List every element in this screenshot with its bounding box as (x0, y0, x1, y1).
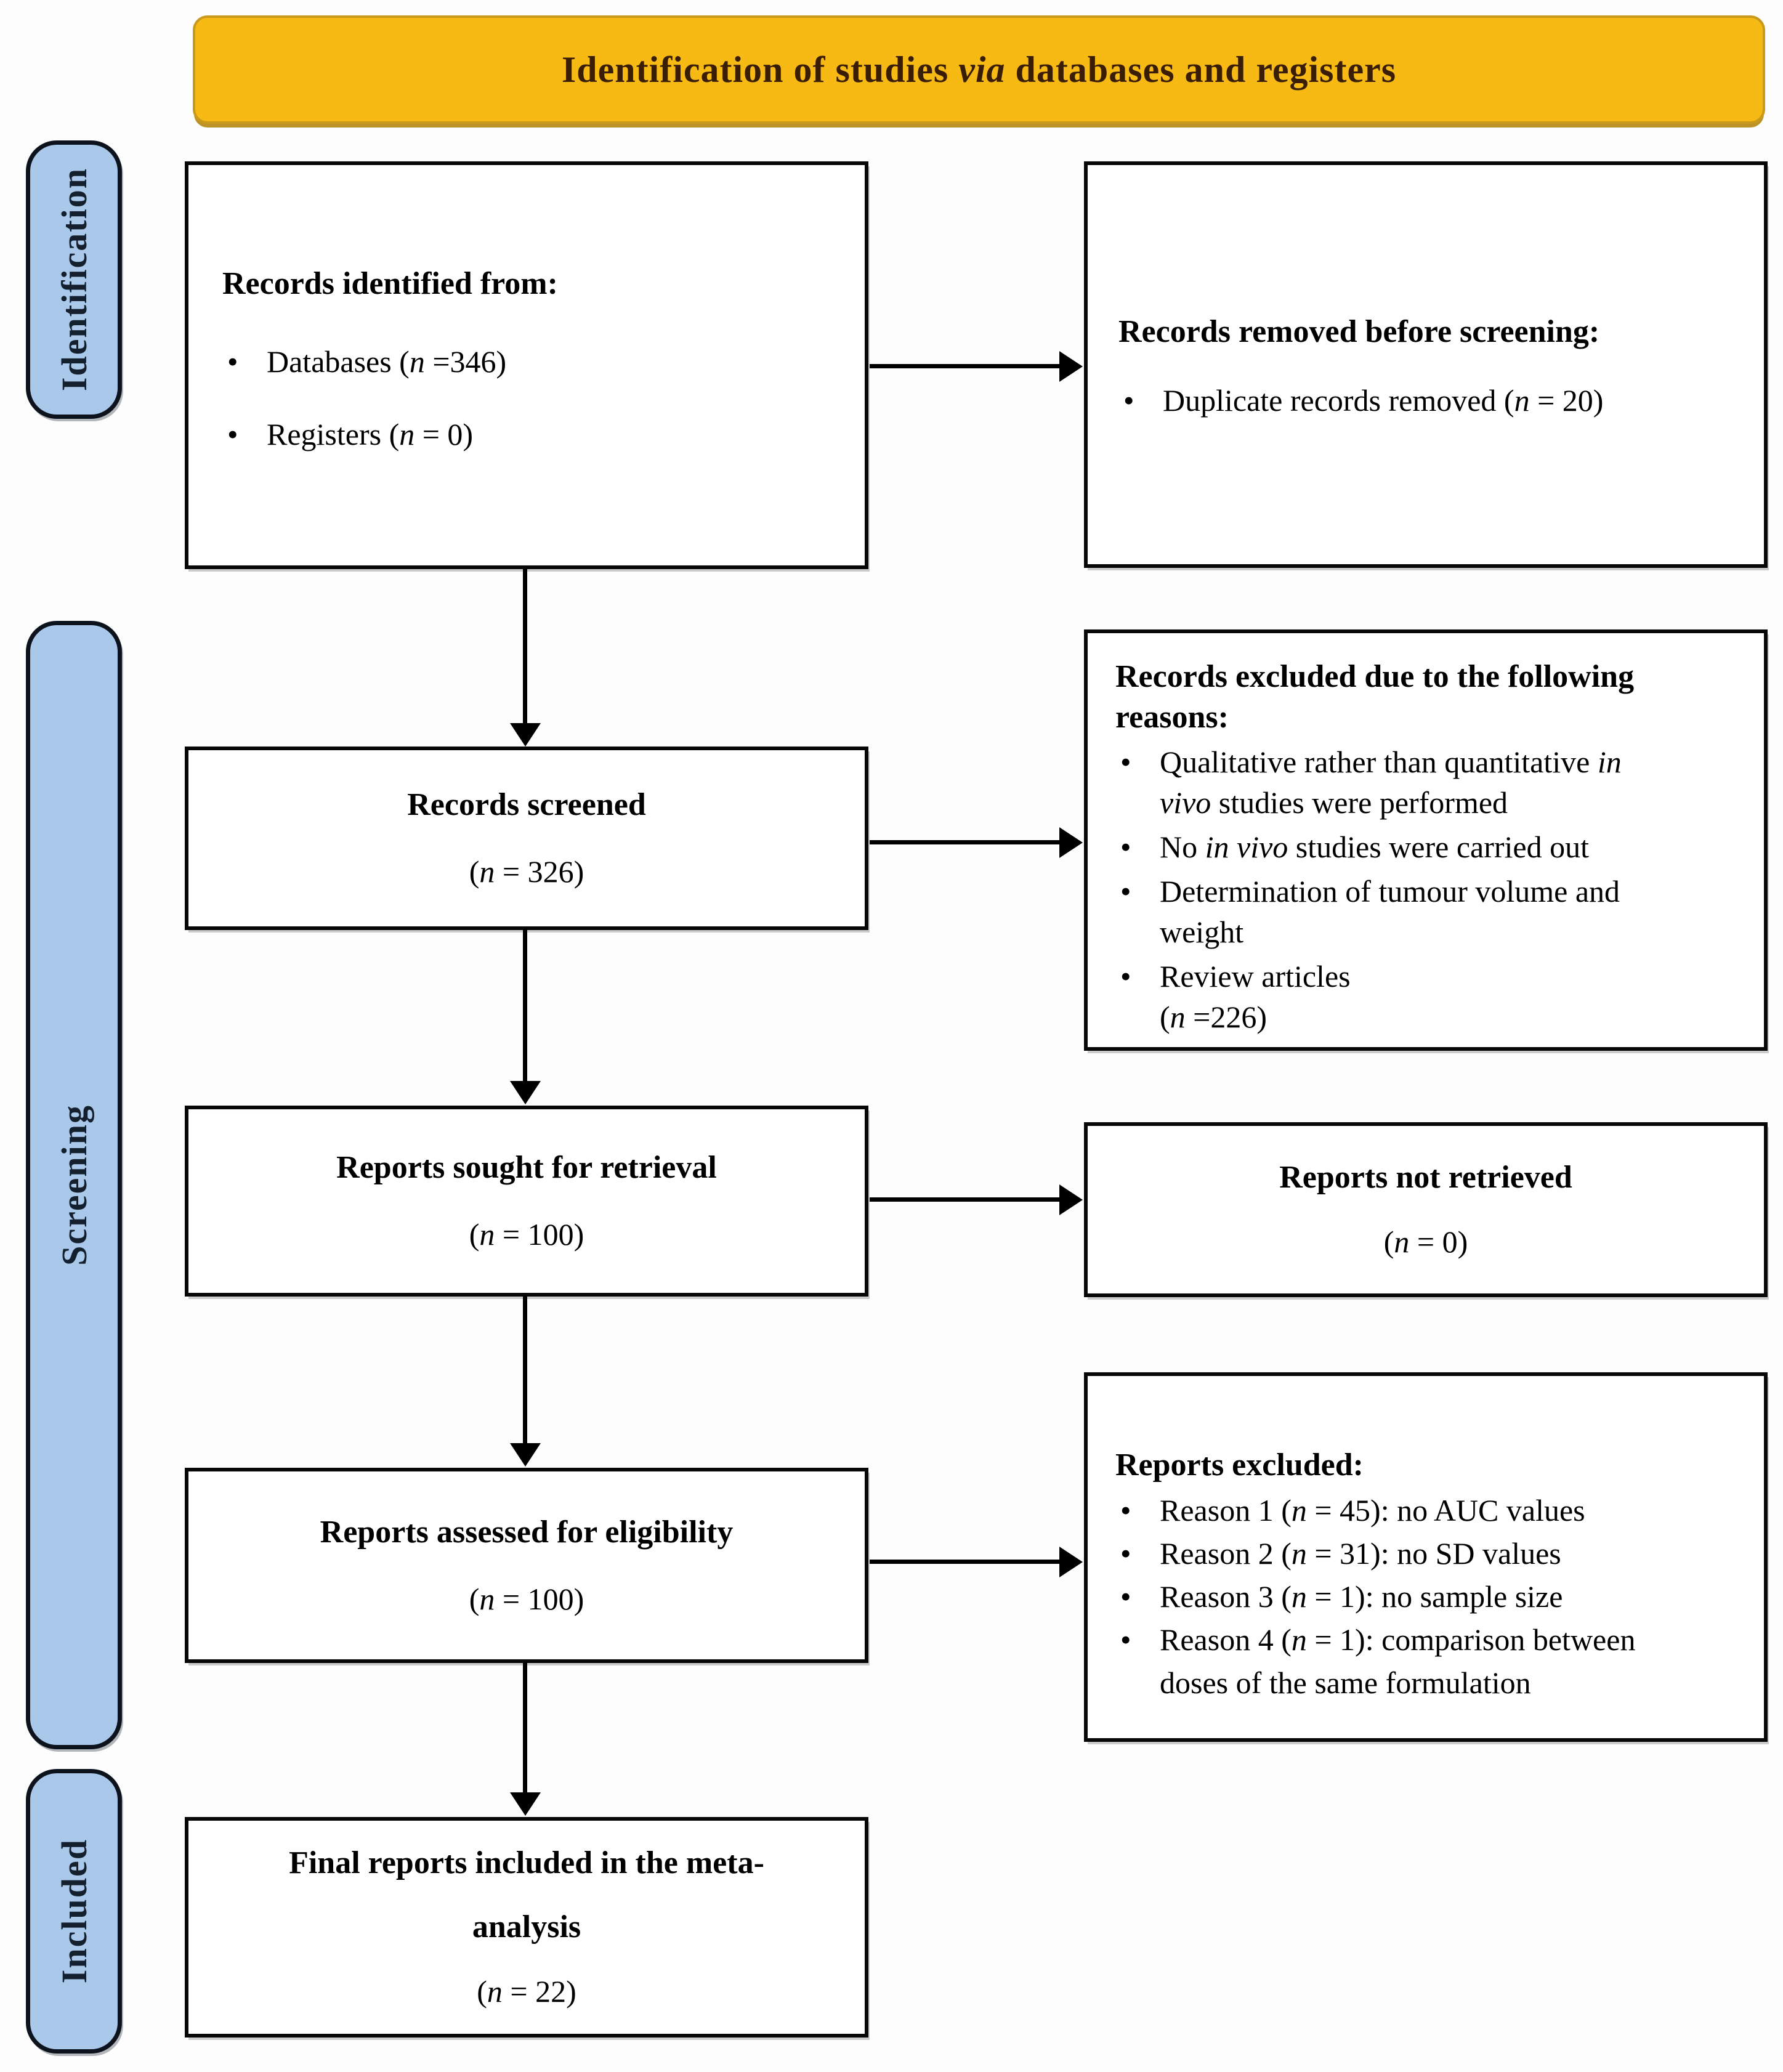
box-final-reports-title-line1: Final reports included in the meta- (289, 1845, 764, 1880)
list-item: • Reason 3 (n = 1): no sample size (1115, 1575, 1752, 1618)
box-records-screened-title: Records screened (407, 787, 646, 822)
bullet-text: Reason 1 (n = 45): no AUC values (1160, 1493, 1585, 1528)
bullet-icon: • (1120, 1493, 1131, 1528)
list-item: • Reason 4 (n = 1): comparison between d… (1115, 1618, 1752, 1704)
bullet-text: Review articles (n =226) (1160, 959, 1351, 1034)
bullet-text: Determination of tumour volume and weigh… (1160, 874, 1620, 949)
bullet-icon: • (1120, 1579, 1131, 1614)
list-item: • Duplicate records removed (n = 20) (1118, 380, 1745, 421)
bullet-icon: • (1120, 874, 1131, 909)
box-reports-excluded-title: Reports excluded: (1115, 1447, 1364, 1483)
stage-label-identification-text: Identification (54, 168, 94, 392)
arrow-screened-to-sought (523, 929, 527, 1082)
box-final-reports: Final reports included in the meta- anal… (185, 1817, 868, 2038)
box-reports-assessed: Reports assessed for eligibility (n = 10… (185, 1468, 868, 1663)
title-banner: Identification of studies via databases … (193, 15, 1765, 124)
arrow-screened-to-excluded (870, 840, 1061, 844)
box-records-excluded-title: Records excluded due to the following re… (1115, 659, 1635, 735)
bullet-icon: • (227, 417, 238, 451)
bullet-text: Qualitative rather than quantitative in … (1160, 745, 1622, 820)
box-records-excluded: Records excluded due to the following re… (1084, 629, 1768, 1051)
bullet-text: Duplicate records removed (n = 20) (1163, 383, 1604, 418)
box-records-screened-count: (n = 326) (469, 854, 584, 889)
box-reports-assessed-count: (n = 100) (469, 1581, 584, 1616)
arrow-sought-to-assessed (523, 1295, 527, 1444)
arrow-assessed-to-final (523, 1662, 527, 1794)
bullet-icon: • (1120, 959, 1131, 994)
box-records-screened: Records screened (n = 326) (185, 747, 868, 930)
arrow-assessed-to-reports-excluded (870, 1560, 1061, 1564)
list-item: • Review articles (n =226) (1115, 956, 1749, 1037)
arrow-identified-to-screened (523, 569, 527, 724)
box-records-removed: Records removed before screening: • Dupl… (1084, 161, 1768, 568)
bullet-icon: • (227, 344, 238, 379)
stage-label-screening-text: Screening (54, 1104, 94, 1266)
bullet-text: Registers (n = 0) (267, 417, 474, 451)
list-item: • No in vivo studies were carried out (1115, 827, 1749, 867)
box-final-reports-title-line2: analysis (472, 1909, 581, 1945)
box-reports-not-retrieved-count: (n = 0) (1383, 1224, 1468, 1259)
list-item: • Qualitative rather than quantitative i… (1115, 742, 1749, 823)
box-reports-sought-count: (n = 100) (469, 1217, 584, 1252)
bullet-icon: • (1123, 383, 1134, 418)
box-records-identified: Records identified from: • Databases (n … (185, 161, 868, 569)
bullet-text: Reason 3 (n = 1): no sample size (1160, 1579, 1563, 1614)
box-reports-assessed-title: Reports assessed for eligibility (320, 1514, 734, 1550)
bullet-text: Databases (n =346) (267, 344, 507, 379)
list-item: • Registers (n = 0) (222, 414, 843, 455)
box-reports-excluded: Reports excluded: • Reason 1 (n = 45): n… (1084, 1372, 1768, 1742)
box-reports-not-retrieved-title: Reports not retrieved (1279, 1160, 1572, 1195)
box-reports-sought-title: Reports sought for retrieval (336, 1150, 717, 1185)
list-item: • Reason 2 (n = 31): no SD values (1115, 1532, 1752, 1575)
arrow-sought-to-not-retrieved (870, 1197, 1061, 1202)
box-records-identified-title: Records identified from: (222, 266, 558, 301)
bullet-text: Reason 4 (n = 1): comparison between dos… (1160, 1622, 1636, 1700)
arrow-identified-to-removed (870, 364, 1061, 368)
list-item: • Databases (n =346) (222, 341, 843, 382)
bullet-icon: • (1120, 1536, 1131, 1571)
bullet-icon: • (1120, 1622, 1131, 1657)
stage-label-included: Included (26, 1769, 122, 2054)
box-records-removed-title: Records removed before screening: (1118, 314, 1600, 349)
bullet-text: Reason 2 (n = 31): no SD values (1160, 1536, 1561, 1571)
page-title: Identification of studies via databases … (561, 49, 1397, 90)
bullet-icon: • (1120, 830, 1131, 864)
list-item: • Determination of tumour volume and wei… (1115, 871, 1749, 952)
box-reports-not-retrieved: Reports not retrieved (n = 0) (1084, 1122, 1768, 1297)
box-reports-sought: Reports sought for retrieval (n = 100) (185, 1106, 868, 1297)
stage-label-identification: Identification (26, 140, 122, 419)
bullet-icon: • (1120, 745, 1131, 779)
list-item: • Reason 1 (n = 45): no AUC values (1115, 1489, 1752, 1532)
box-final-reports-count: (n = 22) (477, 1974, 576, 2009)
stage-label-included-text: Included (54, 1839, 94, 1984)
stage-label-screening: Screening (26, 621, 122, 1749)
bullet-text: No in vivo studies were carried out (1160, 830, 1589, 864)
